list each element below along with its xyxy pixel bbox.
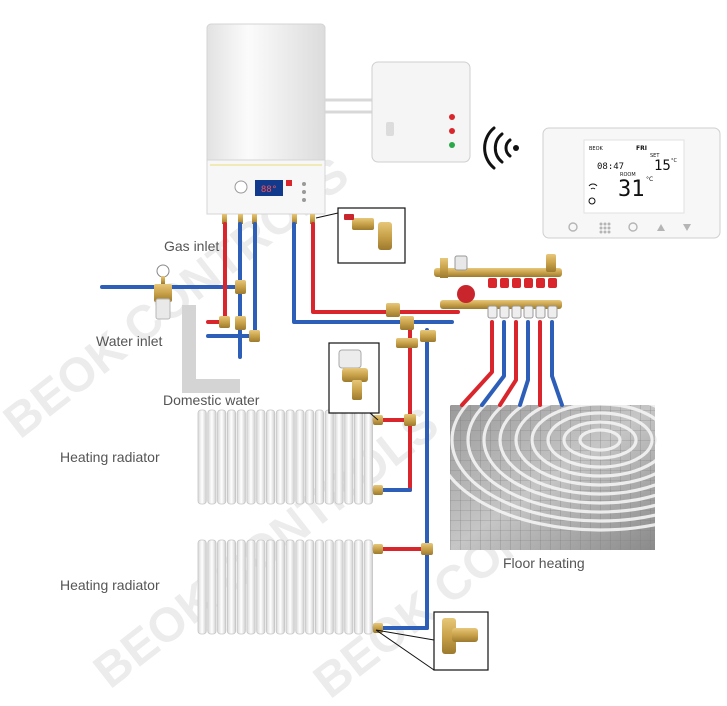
- radiator-column: [266, 410, 274, 504]
- radiator-column: [315, 410, 323, 504]
- manifold-actuator: [488, 306, 497, 318]
- boiler-display-reading: 88°: [261, 185, 277, 195]
- radiator-column: [208, 540, 216, 634]
- receiver-switch: [386, 122, 394, 136]
- manifold-valve-cap: [536, 278, 545, 288]
- radiator-column: [335, 540, 343, 634]
- gas-boiler: 88°: [207, 24, 325, 224]
- radiator-column: [227, 410, 235, 504]
- circulation-pump: [457, 285, 475, 303]
- label-heating-radiator-1: Heating radiator: [60, 449, 160, 465]
- manifold-valve-cap: [548, 278, 557, 288]
- radiator-column: [276, 540, 284, 634]
- radiator-column: [257, 410, 265, 504]
- valve-handle-red: [344, 214, 354, 220]
- radiator-column: [286, 410, 294, 504]
- menu-button-icon[interactable]: [600, 223, 610, 233]
- radiator-column: [286, 540, 294, 634]
- label-floor-heating: Floor heating: [503, 555, 585, 571]
- radiator-column: [345, 540, 353, 634]
- radiator-column: [315, 540, 323, 634]
- led-green: [449, 142, 455, 148]
- heating-radiator-1: [198, 410, 373, 504]
- thermostat-day: FRI: [636, 145, 647, 152]
- floor-loop-4: [520, 322, 528, 405]
- radiator-column: [335, 410, 343, 504]
- thermostat-room-temp: 31: [618, 177, 645, 202]
- led-red-1: [449, 114, 455, 120]
- manifold-actuator: [500, 306, 509, 318]
- radiator-column: [257, 540, 265, 634]
- radiator-column: [208, 410, 216, 504]
- radiator-column: [325, 540, 333, 634]
- radiator-column: [276, 410, 284, 504]
- radiator-column: [266, 540, 274, 634]
- radiator-column: [325, 410, 333, 504]
- wireless-receiver: [372, 62, 470, 162]
- manifold-actuator: [512, 306, 521, 318]
- manifold-valve-cap: [512, 278, 521, 288]
- floor-heating-manifold: [434, 254, 562, 318]
- led-red-2: [449, 128, 455, 134]
- radiator-column: [296, 410, 304, 504]
- radiator-column: [364, 410, 372, 504]
- radiator-column: [296, 540, 304, 634]
- thermostat-unit-room: °C: [646, 176, 653, 183]
- thermostat-set-temp: 15: [654, 158, 671, 174]
- wireless-signal-icon: [485, 128, 519, 168]
- radiator-column: [218, 540, 226, 634]
- callout-boiler-valve: [316, 208, 405, 263]
- label-domestic-water: Domestic water: [163, 392, 259, 408]
- pressure-gauge-icon: [157, 265, 169, 277]
- radiator-column: [354, 410, 362, 504]
- radiator-column: [354, 540, 362, 634]
- radiator-column: [198, 540, 206, 634]
- thermostat-time: 08:47: [597, 162, 624, 172]
- radiator-column: [306, 410, 314, 504]
- label-gas-inlet: Gas inlet: [164, 238, 219, 254]
- radiator-column: [218, 410, 226, 504]
- radiator-column: [227, 540, 235, 634]
- label-heating-radiator-2: Heating radiator: [60, 577, 160, 593]
- manifold-feed-valves: [386, 303, 436, 348]
- radiator-column: [247, 540, 255, 634]
- manifold-valve-cap: [500, 278, 509, 288]
- floor-loop-1: [462, 322, 492, 405]
- radiator-column: [237, 540, 245, 634]
- thermostat-brand: BEOK: [589, 146, 604, 152]
- manifold-actuator: [524, 306, 533, 318]
- radiator-column: [237, 410, 245, 504]
- radiator-column: [247, 410, 255, 504]
- manifold-actuator: [536, 306, 545, 318]
- radiator-column: [198, 410, 206, 504]
- manifold-valve-cap: [488, 278, 497, 288]
- manifold-thermometer: [455, 256, 467, 270]
- floor-loop-6: [552, 322, 562, 405]
- manifold-actuator: [548, 306, 557, 318]
- radiator-column: [306, 540, 314, 634]
- radiator-column: [345, 410, 353, 504]
- callout-thermostatic-valve: [329, 343, 379, 420]
- label-water-inlet: Water inlet: [96, 333, 162, 349]
- floor-heating-panel: [436, 350, 727, 550]
- thermostat-unit-set: °C: [671, 158, 678, 164]
- smart-thermostat: BEOK FRI SET 08:47 15 °C ROOM 31 °C: [543, 128, 720, 238]
- manifold-valve-cap: [524, 278, 533, 288]
- radiator-column: [364, 540, 372, 634]
- pressure-gauge-icon: [235, 181, 247, 193]
